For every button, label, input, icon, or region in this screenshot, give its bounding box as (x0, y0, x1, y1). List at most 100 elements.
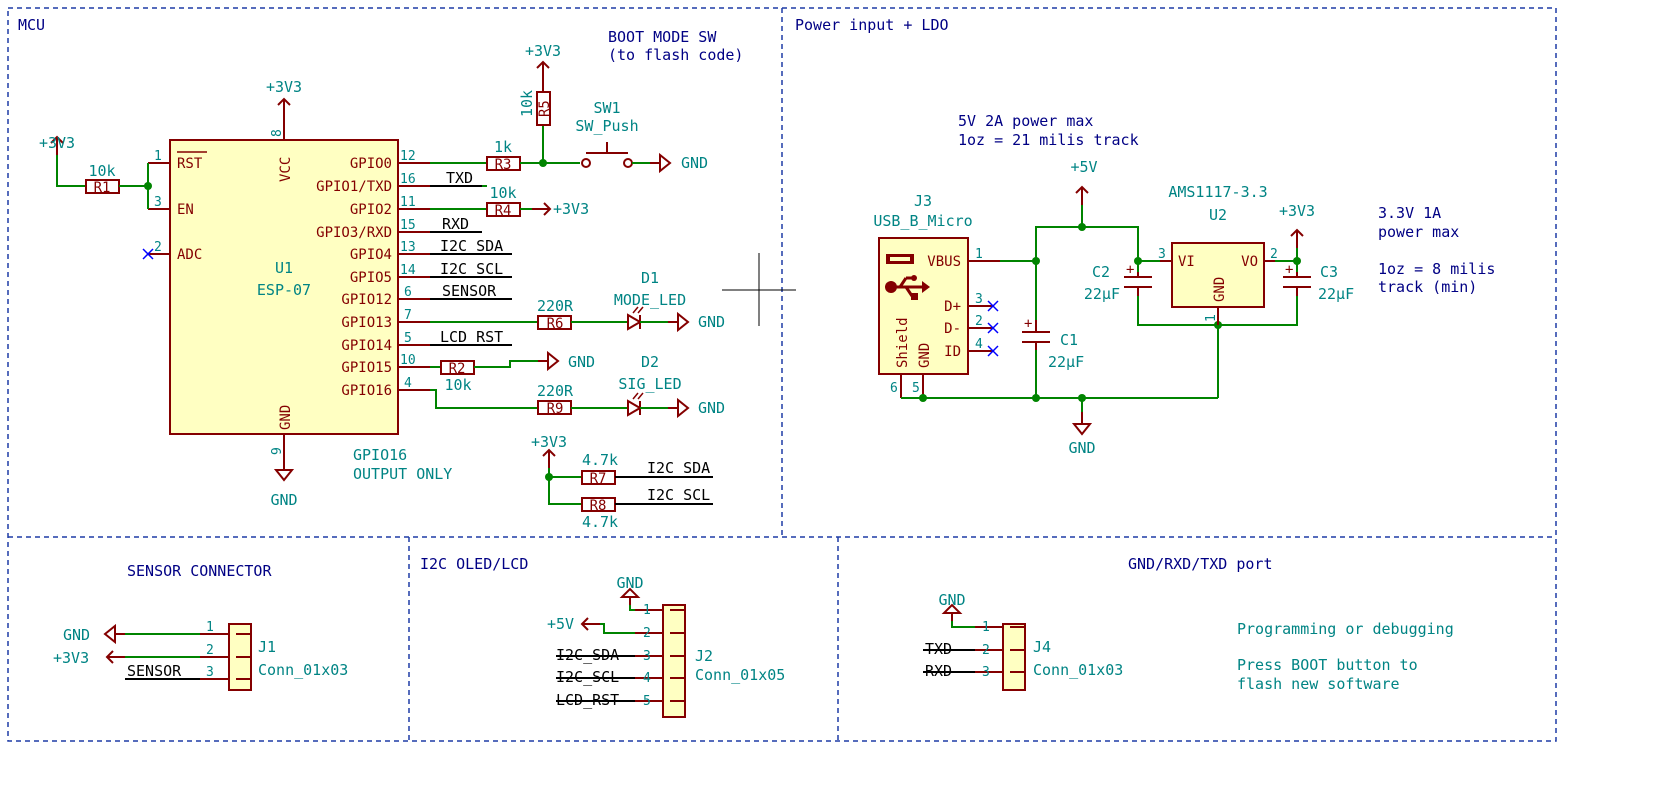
r1-power-label: +3V3 (39, 134, 75, 152)
j4-gnd-label: GND (938, 591, 965, 609)
pullup-net-sda: I2C_SDA (647, 459, 710, 477)
note-gpio16-1: GPIO16 (353, 446, 407, 464)
d2-gnd-label: GND (698, 399, 725, 417)
u1-pin-rst: RST (177, 156, 203, 172)
c1-value: 22µF (1048, 353, 1084, 371)
section-title-uart: GND/RXD/TXD port (1128, 555, 1273, 573)
u2-pinnum-3: 3 (1158, 247, 1166, 262)
j2-value: Conn_01x05 (695, 666, 785, 684)
c2-capacitor[interactable]: + C2 22µF (1084, 262, 1152, 303)
note-power-max-2: 1oz = 21 milis track (958, 131, 1139, 149)
note-ldo-3: 1oz = 8 milis (1378, 260, 1495, 278)
mode-led-circuit[interactable]: R6 220R GND D1 MODE_LED (430, 269, 725, 332)
j2-pinnum-1: 1 (643, 603, 651, 618)
j4-pinnum-1: 1 (982, 620, 990, 635)
r4-power-symbol (531, 202, 551, 216)
u2-pin-vo: VO (1241, 254, 1258, 270)
u1-pinnum-5: 5 (404, 331, 412, 346)
u1-gnd-label: GND (270, 491, 297, 509)
j3-pin-vbus: VBUS (927, 254, 961, 270)
j4-ref: J4 (1033, 638, 1051, 656)
boot-switch-circuit[interactable]: R3 1k R5 10k +3V3 GND SW1 SW_Push (430, 42, 708, 173)
j2-pinnum-3: 3 (643, 649, 651, 664)
r2-resistor[interactable]: R2 10k GND (430, 352, 595, 394)
j1-pinnum-3: 3 (206, 665, 214, 680)
d2-gnd-symbol (667, 399, 689, 417)
r5-power-label: +3V3 (525, 42, 561, 60)
u1-pin-gpio12: GPIO12 (341, 292, 392, 308)
r5-power-symbol (536, 61, 550, 81)
j3-usb-connector[interactable]: VBUS D+ D- ID 1 3 2 4 Shield GND 6 5 J3 … (873, 192, 1000, 398)
u1-pinnum-3: 3 (154, 195, 162, 210)
c3-value: 22µF (1318, 285, 1354, 303)
pullup-net-scl: I2C_SCL (647, 486, 710, 504)
j1-power-symbol (106, 650, 126, 664)
j2-gnd-label: GND (616, 574, 643, 592)
j3-pinnum-2: 2 (975, 314, 983, 329)
sig-led-circuit[interactable]: R9 220R GND D2 SIG_LED (430, 353, 725, 417)
net-label-i2c-scl: I2C_SCL (440, 260, 503, 278)
r2-gnd-symbol (537, 352, 559, 370)
j4-connector[interactable]: 1 2 3 J4 Conn_01x03 (975, 620, 1123, 691)
note-ldo-4: track (min) (1378, 278, 1477, 296)
c1-ref: C1 (1060, 331, 1078, 349)
u1-pin-gpio16: GPIO16 (341, 383, 392, 399)
usb-icon (885, 275, 930, 300)
u1-pinnum-1: 1 (154, 149, 162, 164)
i2c-pullups[interactable]: +3V3 R7 4.7k R8 4.7k I2C_SDA I2C_SCL (531, 433, 713, 531)
u1-pinnum-10: 10 (400, 353, 416, 368)
r5-value: 10k (518, 90, 536, 117)
j3-pinnum-3: 3 (975, 292, 983, 307)
j3-ref: J3 (914, 192, 932, 210)
j1-connector[interactable]: 1 2 3 J1 Conn_01x03 (200, 620, 348, 691)
u1-vcc-power-symbol (277, 98, 291, 118)
d1-value: MODE_LED (614, 291, 686, 309)
j2-connector[interactable]: 1 2 3 4 5 J2 Conn_01x05 (635, 603, 785, 718)
c2-value: 22µF (1084, 285, 1120, 303)
u1-pin-gpio13: GPIO13 (341, 315, 392, 331)
r9-value: 220R (537, 382, 574, 400)
j3-pin-gnd: GND (917, 343, 933, 368)
u1-value: ESP-07 (257, 281, 311, 299)
v5-power-label: +5V (1070, 158, 1097, 176)
j3-pin-dp: D+ (944, 299, 961, 315)
net-label-i2c-sda: I2C_SDA (440, 237, 503, 255)
r4-value: 10k (489, 184, 516, 202)
c3-ref: C3 (1320, 263, 1338, 281)
c3-capacitor[interactable]: + C3 22µF (1283, 262, 1354, 303)
r8-ref: R8 (590, 498, 607, 514)
v33-out-power-symbol (1290, 229, 1304, 249)
u2-pin-gnd: GND (1212, 277, 1228, 302)
j1-ref: J1 (258, 638, 276, 656)
r4-ref: R4 (495, 203, 512, 219)
note-power-max-1: 5V 2A power max (958, 112, 1093, 130)
u2-ldo-regulator[interactable]: VI VO GND 3 2 1 AMS1117-3.3 U2 (1158, 183, 1278, 325)
sw1-ref: SW1 (593, 99, 620, 117)
c1-capacitor[interactable]: + C1 22µF (1022, 316, 1084, 371)
u1-pin-gpio1: GPIO1/TXD (316, 179, 392, 195)
j4-net-rxd: RXD (925, 662, 952, 680)
j4-net-txd: TXD (925, 640, 952, 658)
r7-value: 4.7k (582, 451, 618, 469)
power-wires (901, 205, 1301, 412)
u1-esp07[interactable]: RST EN ADC 1 3 2 VCC 8 GND 9 GPIO0 GPIO1… (148, 117, 430, 458)
j1-pinnum-1: 1 (206, 620, 214, 635)
u1-pinnum-8: 8 (270, 129, 285, 137)
section-title-sensor: SENSOR CONNECTOR (127, 562, 272, 580)
j2-net-scl: I2C_SCL (556, 668, 619, 686)
pullup-power-symbol (542, 449, 556, 469)
net-label-sensor: SENSOR (442, 282, 497, 300)
r9-ref: R9 (547, 401, 564, 417)
sw1-gnd-symbol (649, 154, 671, 172)
j3-pin-dm: D- (944, 321, 961, 337)
r1-resistor[interactable]: +3V3 R1 10k (39, 134, 152, 209)
j1-gnd-label: GND (63, 626, 90, 644)
j1-value: Conn_01x03 (258, 661, 348, 679)
u1-ref: U1 (275, 259, 293, 277)
r6-value: 220R (537, 297, 574, 315)
r4-resistor[interactable]: R4 10k +3V3 (430, 184, 589, 219)
j2-net-lcd-rst: LCD_RST (556, 691, 619, 709)
u1-pin-gpio14: GPIO14 (341, 338, 392, 354)
u2-ref: U2 (1209, 206, 1227, 224)
